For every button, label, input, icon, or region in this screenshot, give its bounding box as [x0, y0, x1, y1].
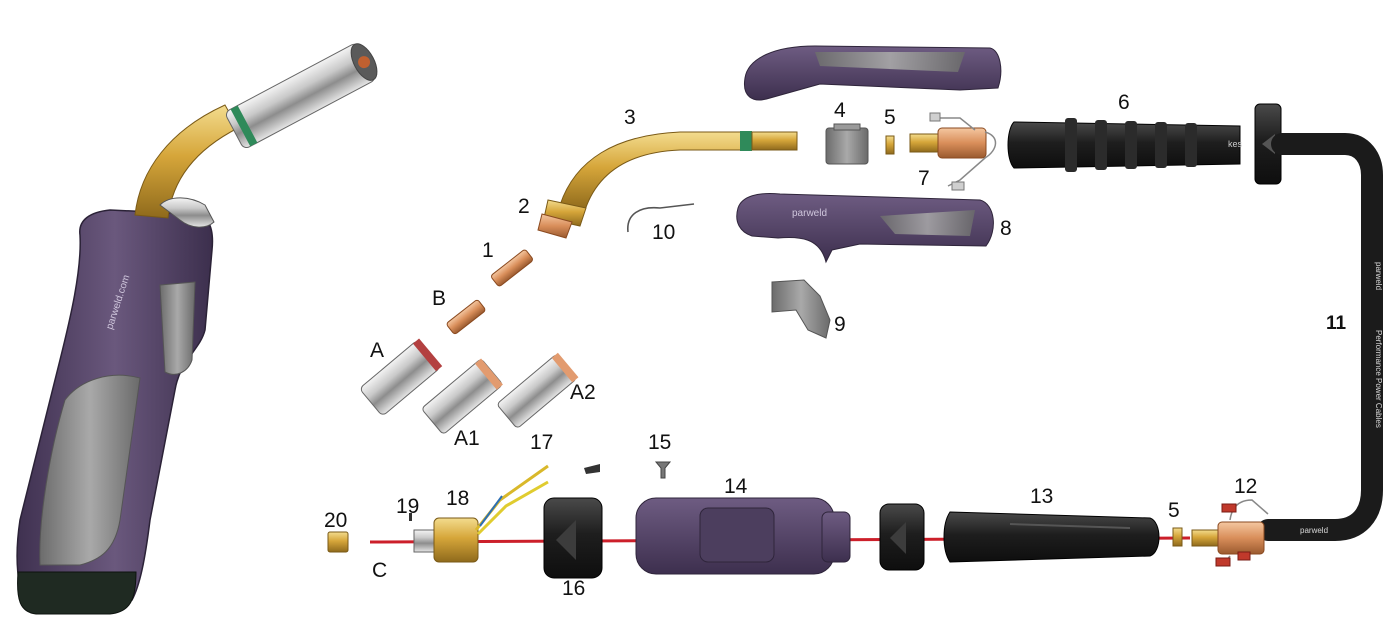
label-part-2: 2 [518, 195, 530, 218]
part-10-spring [627, 203, 695, 233]
part-A2-nozzle [497, 352, 579, 428]
label-part-10: 10 [652, 221, 676, 244]
part-5-insert-top [885, 135, 895, 155]
part-5-insert-bottom [1172, 527, 1183, 547]
part-11-cable [1257, 133, 1383, 541]
part-A1-nozzle [422, 358, 503, 434]
cable-marking-text: Performance Power Cables [1374, 330, 1383, 428]
part-18-central-adaptor [413, 517, 479, 563]
part-14-body [635, 497, 851, 575]
label-part-4: 4 [834, 99, 846, 122]
part-15-screw [654, 461, 672, 479]
part-20-liner-cap [327, 531, 349, 553]
label-part-7: 7 [918, 167, 930, 190]
torch-nozzle [226, 43, 378, 149]
assembled-torch: parweld.com [16, 43, 378, 615]
part-12-connector [1191, 499, 1269, 567]
label-part-B: B [432, 287, 447, 310]
neck-clamp [159, 197, 215, 228]
label-part-14: 14 [724, 475, 748, 498]
label-part-A: A [370, 339, 385, 362]
label-part-8: 8 [1000, 217, 1012, 240]
label-part-3: 3 [624, 106, 636, 129]
label-part-A2: A2 [570, 381, 596, 404]
label-part-16: 16 [562, 577, 586, 600]
label-part-5-top: 5 [884, 106, 896, 129]
label-part-15: 15 [648, 431, 672, 454]
label-part-1: 1 [482, 239, 494, 262]
label-part-17: 17 [530, 431, 554, 454]
cable-brand-text: parweld [1374, 262, 1383, 290]
nut-2 [879, 503, 925, 571]
label-part-19: 19 [396, 495, 420, 518]
part-9-trigger [771, 279, 831, 339]
label-part-20: 20 [324, 509, 348, 532]
part-7-connector [909, 112, 997, 191]
label-part-C: C [372, 559, 388, 582]
part-8-handle-half-lower: parweld [736, 193, 994, 264]
label-part-9: 9 [834, 313, 846, 336]
label-part-5-bottom: 5 [1168, 499, 1180, 522]
part-3-swan-neck [537, 131, 798, 239]
part-B-contact-tip [446, 299, 486, 335]
cable-end-brand-text: parweld [1300, 526, 1328, 535]
handle-end-cap [17, 571, 137, 615]
label-part-12: 12 [1234, 475, 1258, 498]
label-part-18: 18 [446, 487, 470, 510]
handle-grip-insert [39, 374, 141, 566]
part-16-nut [543, 497, 603, 579]
handle8-brand-text: parweld [792, 208, 827, 219]
part-6-cable-strain-relief: kes [1007, 103, 1282, 185]
small-clip [584, 464, 600, 474]
part-A-nozzle [360, 338, 443, 415]
label-part-13: 13 [1030, 485, 1054, 508]
part-19-pin [409, 513, 412, 521]
trigger [159, 281, 196, 375]
tube-brand-text: kes [1228, 139, 1243, 149]
label-part-A1: A1 [454, 427, 480, 450]
part-17-control-wires [474, 464, 549, 536]
part-1-contact-tip [491, 249, 533, 287]
handle-half-upper [743, 45, 1002, 101]
part-4-block [825, 123, 869, 165]
label-part-6: 6 [1118, 91, 1130, 114]
label-part-11: 11 [1326, 313, 1347, 334]
part-13-rear-handle [943, 511, 1160, 563]
